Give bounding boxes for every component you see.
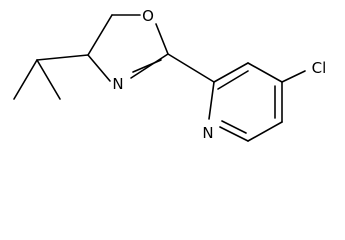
bond-py-c2-c3-inner (217, 70, 249, 90)
bond-py-c3-c4 (247, 62, 283, 83)
bond-c2-n-double-outer (130, 53, 169, 79)
bond-c2-n-double-inner (132, 59, 162, 73)
atom-nitrogen-pyridine: N (202, 124, 213, 142)
bond-o-c2 (155, 23, 169, 55)
bond-c-cl (281, 70, 306, 83)
bond-methyl-left (13, 59, 38, 100)
bond-py-c6-n (219, 126, 249, 142)
molecule-diagram: O N N Cl (13, 7, 326, 142)
bonds (13, 14, 306, 142)
atom-chlorine: Cl (312, 59, 327, 77)
bond-methyl-right (36, 59, 61, 100)
bond-c4-c5 (87, 14, 113, 56)
bond-c2-to-pyridine (167, 53, 215, 83)
atom-labels: O N N Cl (112, 7, 326, 142)
bond-n-c4 (87, 54, 111, 82)
bond-py-n-c2 (208, 81, 215, 120)
atom-nitrogen-oxazoline: N (112, 75, 123, 93)
bond-isopropyl-to-ring (36, 54, 89, 61)
atom-oxygen: O (142, 7, 154, 25)
bond-py-c2-c3 (213, 62, 249, 83)
bond-py-c6-n-inner (221, 120, 247, 134)
bond-py-c5-c6 (247, 121, 283, 142)
